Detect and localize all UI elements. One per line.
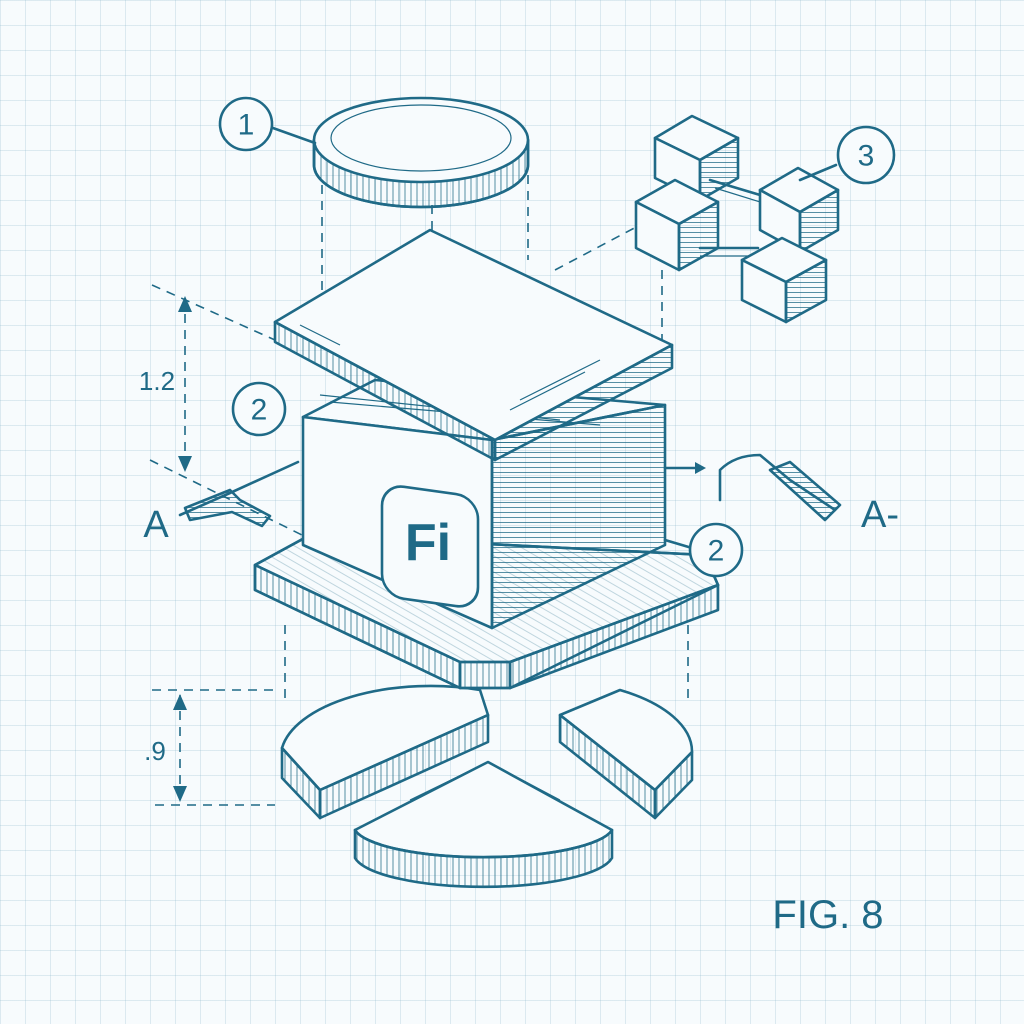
callout-2-right: 2 xyxy=(663,522,744,578)
logo-text: Fi xyxy=(405,514,451,572)
pie-base xyxy=(280,684,694,889)
fi-logo-badge: Fi xyxy=(380,485,480,608)
cube-top xyxy=(653,114,740,202)
cube-right xyxy=(758,166,840,254)
cube-bottom xyxy=(740,236,828,324)
callout-2-left-number: 2 xyxy=(251,394,268,427)
figure-label: FIG. 8 xyxy=(772,893,883,937)
callout-2-left: 2 xyxy=(231,381,287,437)
callout-3: 3 xyxy=(798,125,896,185)
dimension-upper-value: 1.2 xyxy=(139,366,175,396)
callout-1: 1 xyxy=(218,96,317,152)
section-line-left xyxy=(178,460,300,528)
cube-left xyxy=(634,178,720,272)
dimension-upper xyxy=(178,296,192,472)
callout-2-right-number: 2 xyxy=(708,535,725,568)
section-label-left: A xyxy=(143,504,169,546)
disc-component xyxy=(312,96,530,209)
section-line-right xyxy=(663,453,842,522)
section-label-right: A- xyxy=(861,494,899,536)
dimension-lower-value: .9 xyxy=(144,736,166,766)
top-lid xyxy=(273,228,674,462)
dimension-lower xyxy=(152,689,280,806)
cube-cluster xyxy=(634,114,840,324)
callout-1-number: 1 xyxy=(238,109,255,142)
callout-3-number: 3 xyxy=(858,140,875,173)
